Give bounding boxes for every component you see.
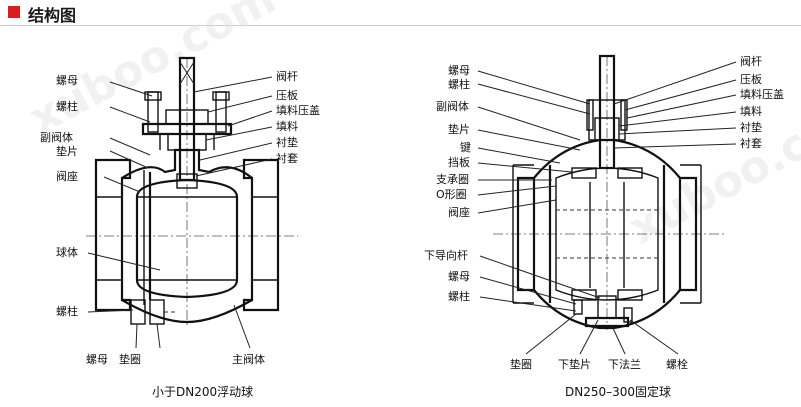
left-label-main-body: 主阀体 (232, 352, 265, 366)
right-label-gland: 填料压盖 (740, 87, 784, 101)
right-label-support-ring: 支承圈 (436, 173, 469, 186)
left-label-gland: 填料压盖 (276, 103, 320, 117)
right-label-packing: 填料 (740, 104, 762, 118)
section-title: 结构图 (28, 6, 77, 25)
left-label-ball: 球体 (56, 245, 78, 259)
header-divider (0, 25, 801, 26)
left-label-gasket: 垫片 (56, 144, 78, 158)
right-label-lower-gasket: 下垫片 (558, 357, 591, 371)
left-label-packing: 填料 (276, 119, 298, 133)
left-caption: 小于DN200浮动球 (152, 385, 253, 399)
left-label-stem: 阀杆 (276, 69, 298, 83)
left-label-nut-bottom: 螺母 (86, 353, 108, 366)
left-label-liner: 衬垫 (276, 135, 298, 149)
right-label-bushing: 衬套 (740, 137, 762, 150)
right-label-stem: 阀杆 (740, 54, 762, 68)
right-label-liner: 衬垫 (740, 120, 762, 134)
left-label-stud-bottom: 螺柱 (56, 304, 78, 318)
right-label-pressing-plate: 压板 (740, 72, 762, 86)
right-label-lower-flange: 下法兰 (608, 357, 641, 371)
section-header: 结构图 (0, 0, 801, 26)
right-label-stud-bottom: 螺柱 (448, 289, 470, 303)
right-label-o-ring: O形圈 (436, 188, 467, 201)
left-label-nut-top: 螺母 (56, 74, 78, 87)
trunnion-ball-valve-drawing: 螺母 螺柱 副阀体 垫片 键 挡板 支承圈 O形圈 阀座 下导向杆 螺母 螺柱 … (424, 54, 784, 399)
left-label-auxiliary-body: 副阀体 (40, 130, 73, 144)
watermark-right: xuboo.com (621, 83, 801, 255)
right-label-nut-top: 螺母 (448, 64, 470, 77)
right-label-gasket: 垫片 (448, 122, 470, 136)
right-label-key: 键 (460, 140, 471, 154)
floating-ball-valve-drawing: 螺母 螺柱 副阀体 垫片 阀座 球体 螺柱 阀杆 压板 填料压盖 填料 衬垫 衬… (40, 56, 320, 399)
right-label-auxiliary-body: 副阀体 (436, 99, 469, 113)
right-caption: DN250–300固定球 (565, 384, 671, 399)
left-label-bushing: 衬套 (276, 152, 298, 165)
left-label-stud-top: 螺柱 (56, 99, 78, 113)
right-label-nut-bottom: 螺母 (448, 270, 470, 283)
right-label-stud-top: 螺柱 (448, 77, 470, 91)
right-label-bolt: 螺栓 (666, 357, 688, 371)
red-square-icon (8, 6, 20, 18)
right-label-washer: 垫圈 (510, 357, 532, 371)
right-label-lower-guide-rod: 下导向杆 (424, 248, 468, 262)
left-label-pressing-plate: 压板 (276, 88, 298, 102)
left-label-seat: 阀座 (56, 169, 78, 183)
right-label-seat: 阀座 (448, 205, 470, 219)
right-label-baffle: 挡板 (448, 155, 470, 169)
left-label-washer: 垫圈 (119, 352, 141, 366)
